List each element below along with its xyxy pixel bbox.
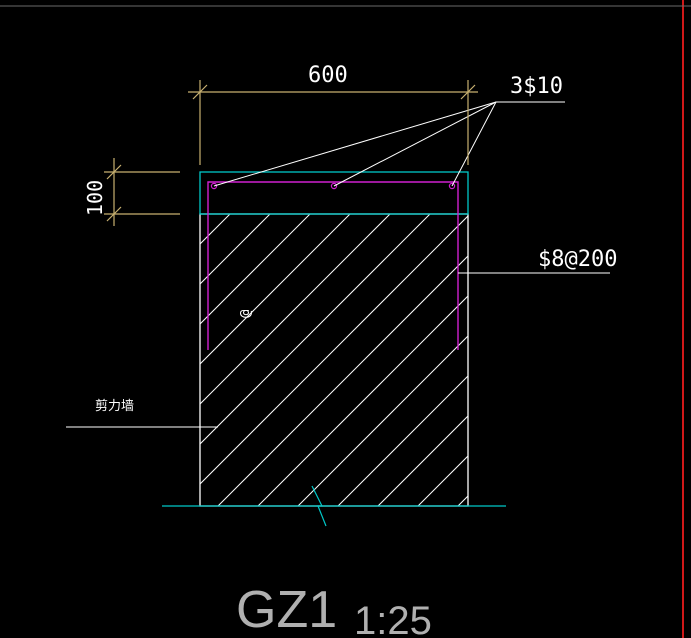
cover-tick-top [106,164,122,180]
hatch-line [257,295,468,506]
drawing-title: GZ1 [236,581,337,638]
stirrup-label: $8@200 [538,247,617,272]
column-top-section [199,171,469,215]
hatch-line [377,415,468,506]
main-rebar-label: 3$10 [510,74,563,99]
cover-dimension-label: 100 [83,180,107,216]
main-rebar-leaders [213,101,565,187]
rebar-dot-right [448,182,456,190]
leader-line-left [213,101,497,187]
break-symbol [311,485,327,527]
leader-line-right [451,101,497,187]
rotated-mark: @ [238,309,254,318]
hatch-line [337,375,468,506]
hatch-line [200,214,271,285]
hatch-line [297,335,468,506]
hatch-line [217,255,468,506]
drawing-scale: 1:25 [354,599,432,638]
width-dimension [188,80,478,165]
cover-tick-bottom [106,206,122,222]
hatch-line [200,215,468,485]
width-tick-right [460,84,476,100]
width-dimension-label: 600 [308,63,348,88]
rebar-dot-middle [330,182,338,190]
hatch-line [200,214,391,405]
hatch-line [200,214,351,365]
width-tick-left [192,84,208,100]
cover-dimension [104,158,180,226]
hatch-line [200,214,311,325]
wall-label: 剪力墙 [95,398,134,413]
stirrup-rebar [207,181,459,350]
hatch-line [200,214,431,445]
hatch-line [417,455,468,506]
wall-hatch-pattern [200,214,468,506]
rebar-dot-left [210,182,218,190]
leader-line-middle [333,101,497,187]
